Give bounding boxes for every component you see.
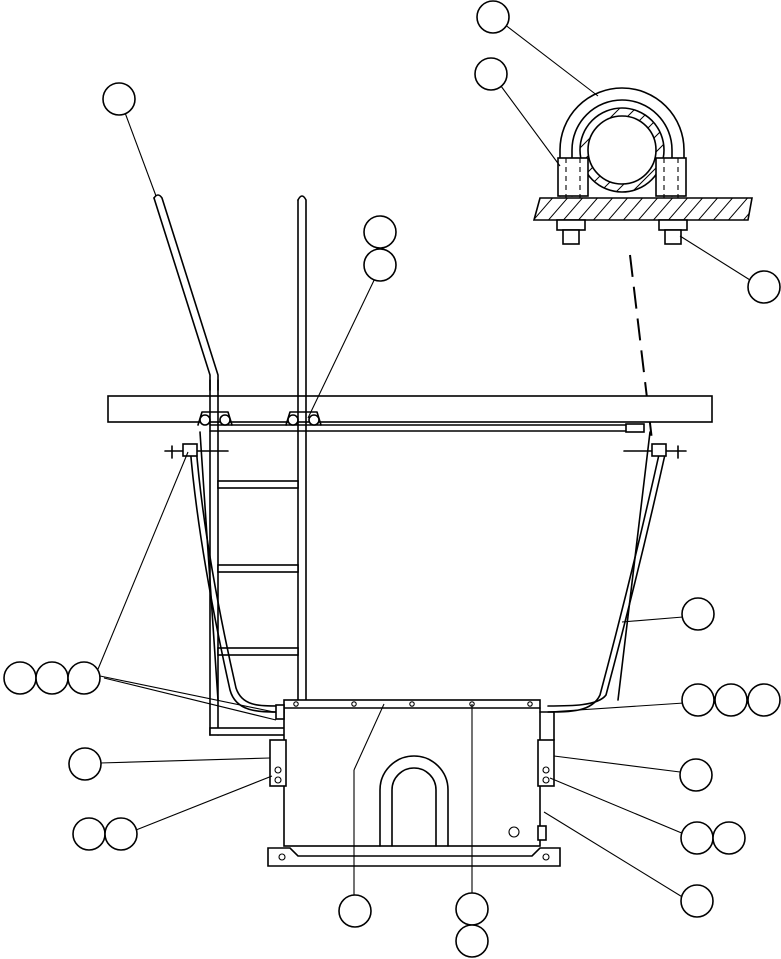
callout-clamp-nut [747, 270, 781, 304]
callout-right-bolt-2 [712, 821, 746, 855]
overhead-beam [107, 395, 713, 433]
callout-left-bracket [68, 747, 102, 781]
callout-clamp-bracket [474, 57, 508, 91]
callout-left-bolt-2 [104, 817, 138, 851]
hopper-body [199, 431, 651, 701]
nut-left-top [556, 219, 586, 231]
callout-screw-2 [455, 924, 489, 958]
callout-cover-plate [338, 894, 372, 928]
callout-handrail [102, 82, 136, 116]
callout-right-bracket [679, 758, 713, 792]
saddle-left [557, 157, 589, 197]
callout-hose-right [681, 597, 715, 631]
callout-pipe-clamp [476, 0, 510, 34]
plate-hatch [534, 198, 752, 220]
u-bolt-inner [571, 99, 673, 197]
callout-right-fitting-3 [747, 683, 781, 717]
callout-handrail-clamp-a [363, 215, 397, 249]
callout-left-fitting-3 [67, 661, 101, 695]
callout-right-fitting-2 [714, 683, 748, 717]
pipe-hatch [580, 108, 664, 192]
callout-left-bolt-1 [72, 817, 106, 851]
ladder [153, 194, 307, 736]
callout-handrail-clamp-b [363, 248, 397, 282]
nut-right-top [658, 219, 688, 231]
callout-right-base [680, 884, 714, 918]
nut-left [562, 229, 580, 245]
callout-right-bolt-1 [680, 821, 714, 855]
callout-left-fitting-1 [3, 661, 37, 695]
callouts [3, 0, 781, 958]
saddle-right [655, 157, 687, 197]
callout-left-fitting-2 [35, 661, 69, 695]
clamp-detail-view [532, 87, 753, 441]
u-bolt-outer [559, 87, 685, 197]
base-unit [267, 699, 561, 867]
callout-screw-1 [455, 892, 489, 926]
nut-right [664, 229, 682, 245]
leader-lines [95, 23, 751, 899]
callout-right-fitting-1 [681, 683, 715, 717]
